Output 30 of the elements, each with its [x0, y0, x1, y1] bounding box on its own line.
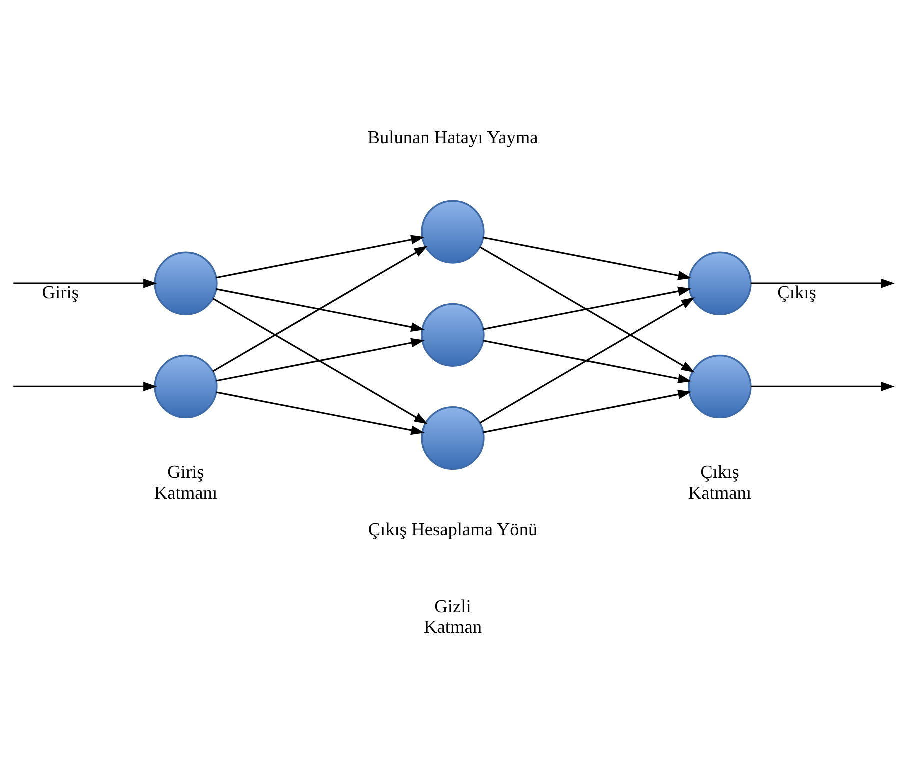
- node-circle: [421, 303, 485, 367]
- edge-label: Giriş: [42, 282, 79, 302]
- node-circle: [688, 354, 752, 419]
- node-circle: [688, 252, 752, 316]
- arrow: [216, 288, 425, 332]
- arrow: [480, 298, 695, 424]
- arrow: [216, 338, 425, 382]
- arrow: [212, 298, 428, 424]
- arrow: [216, 235, 425, 279]
- arrow: [483, 390, 692, 434]
- label: Çıkış Hesaplama Yönü: [368, 519, 538, 540]
- label: Gizli Katman: [424, 596, 482, 637]
- edge-label: Çıkış: [778, 282, 816, 302]
- arrow: [750, 382, 895, 392]
- arrow: [480, 246, 695, 373]
- arrow: [750, 278, 895, 288]
- arrow: [483, 340, 692, 384]
- label: Bulunan Hatayı Yayma: [368, 128, 538, 148]
- node-circle: [154, 354, 218, 419]
- arrow: [14, 382, 158, 392]
- arrow: [483, 236, 692, 280]
- node-circle: [421, 200, 485, 264]
- node-circle: [421, 406, 485, 470]
- arrow: [212, 246, 428, 372]
- node-circle: [154, 252, 218, 316]
- label: Çıkış Katmanı: [688, 462, 752, 503]
- arrow: [14, 278, 158, 288]
- arrow: [216, 392, 425, 436]
- arrow: [483, 286, 692, 330]
- label: Giriş Katmanı: [154, 462, 218, 503]
